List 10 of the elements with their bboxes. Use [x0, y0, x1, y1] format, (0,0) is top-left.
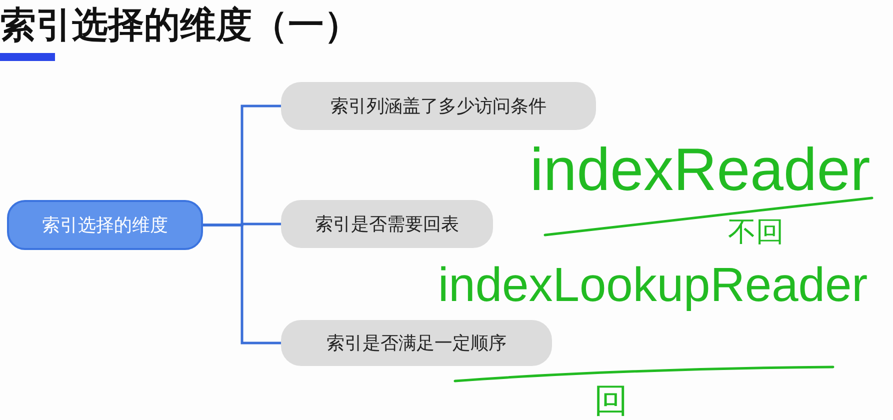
- subtopic: 索引是否需要回表: [281, 200, 493, 248]
- connector: [203, 224, 281, 344]
- handwritten-note: 回: [594, 384, 628, 418]
- handwritten-note: indexLookupReader: [438, 262, 868, 310]
- subtopic: 索引列涵盖了多少访问条件: [281, 82, 596, 130]
- handwritten-note: 不回: [728, 218, 784, 246]
- handwritten-note: indexReader: [530, 140, 870, 200]
- subtopic: 索引是否满足一定顺序: [281, 320, 552, 366]
- title: 索引选择的维度（一）: [0, 4, 360, 48]
- central-topic: 索引选择的维度: [7, 200, 203, 250]
